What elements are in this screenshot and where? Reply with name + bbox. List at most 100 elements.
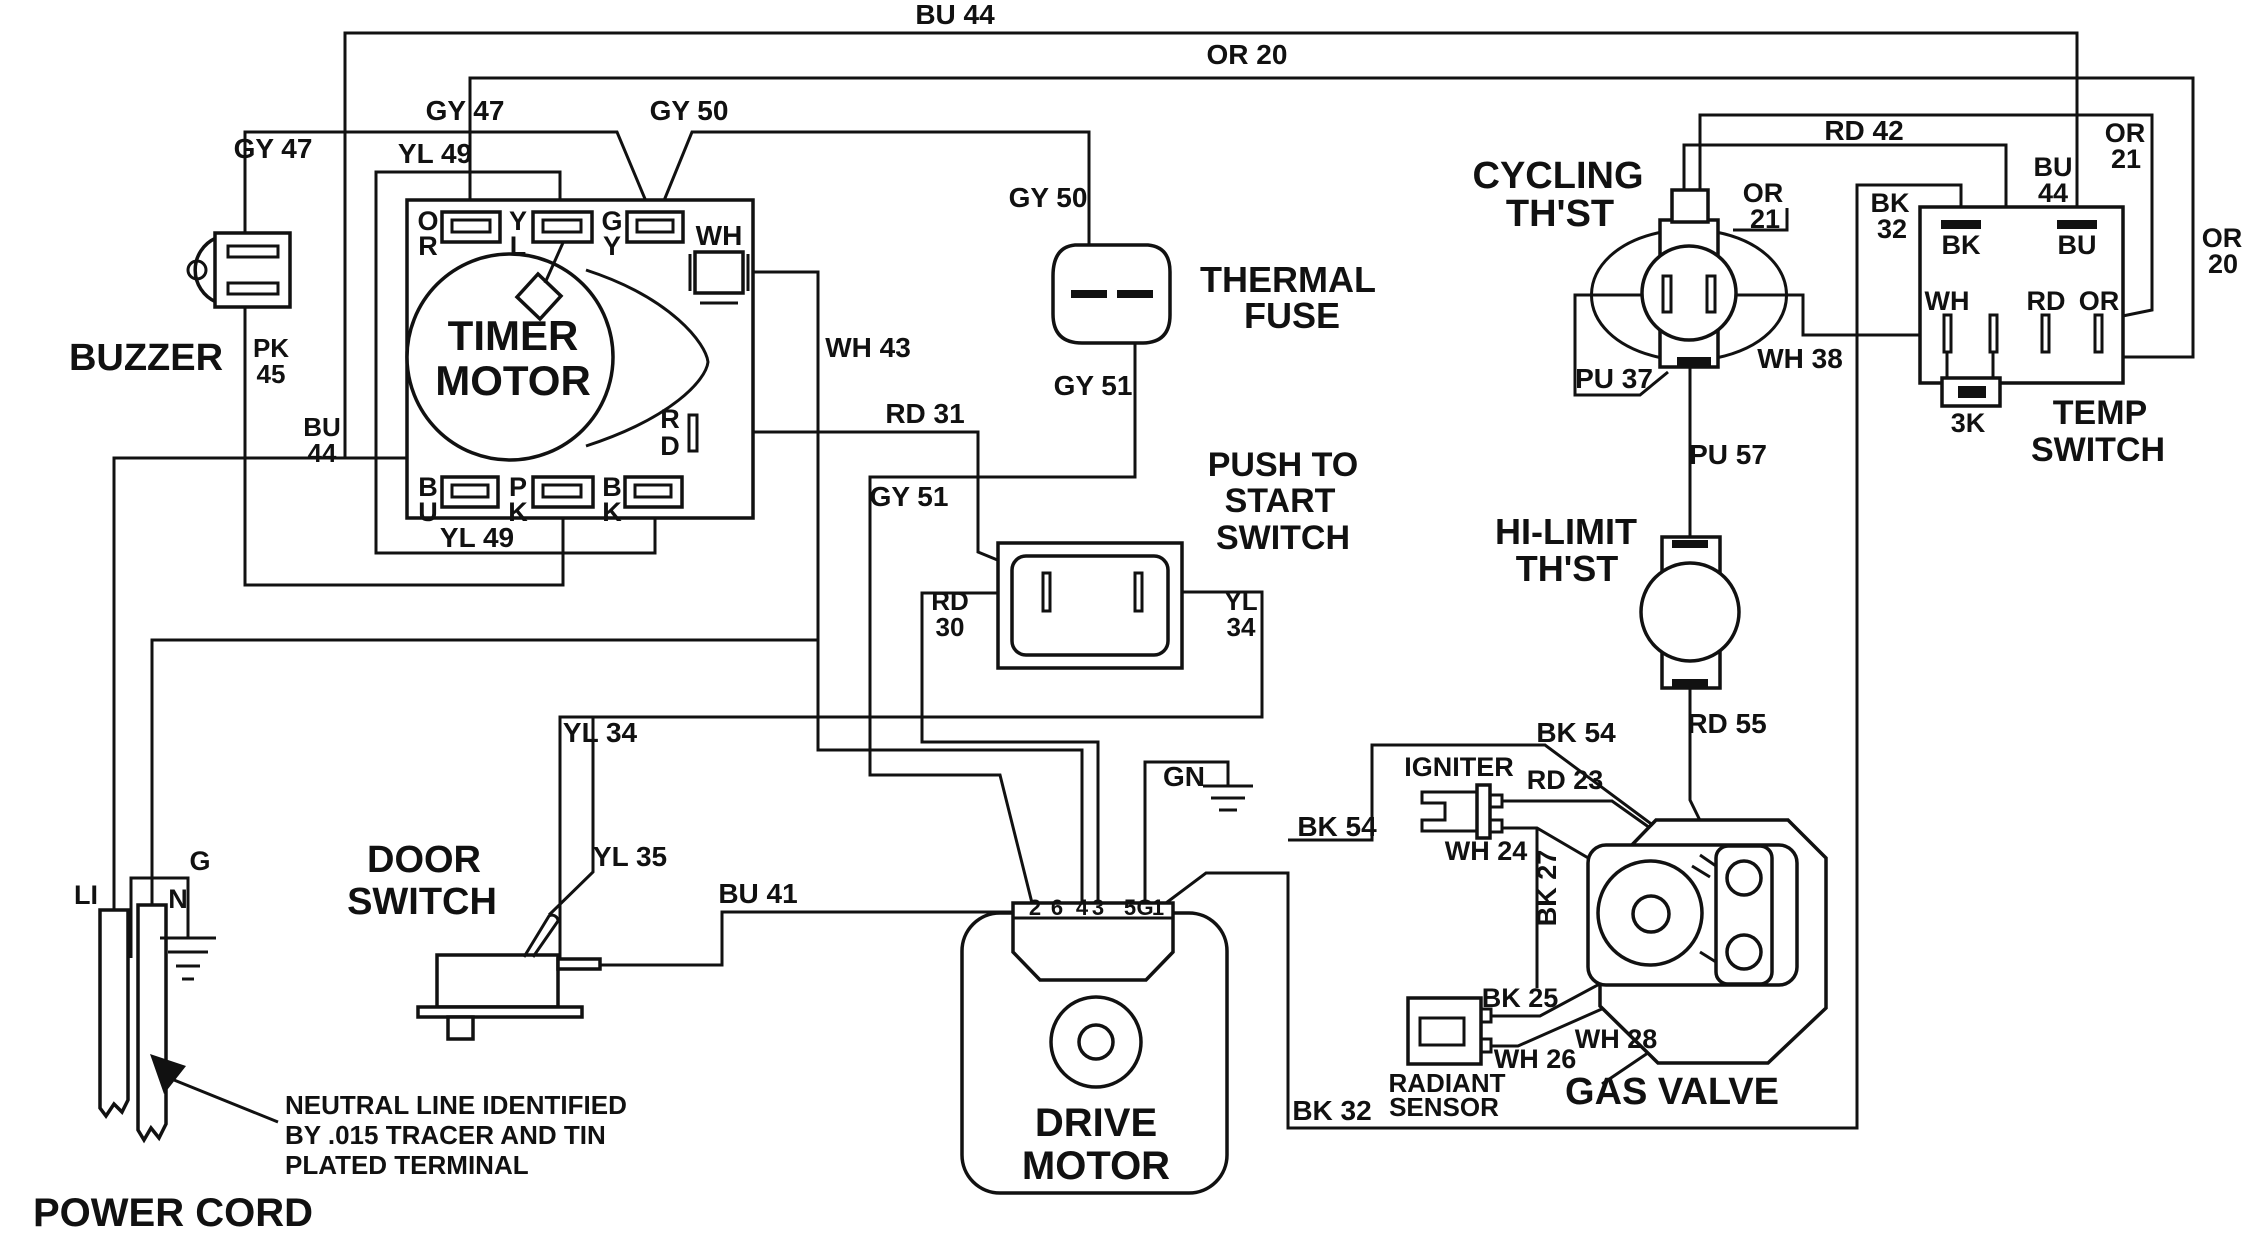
timer-term-b2: B bbox=[602, 472, 622, 502]
radiant-sensor-window bbox=[1418, 1016, 1466, 1047]
cycling-thermostat-component bbox=[1590, 188, 1788, 369]
timer-term-o: O bbox=[417, 206, 438, 236]
cord-term-g: G bbox=[189, 846, 210, 876]
hilimit-title-2: TH'ST bbox=[1516, 548, 1619, 589]
temp-terminal-or bbox=[2093, 313, 2104, 354]
label-or21-cycling-1: OR bbox=[1743, 178, 1784, 208]
thermal-fuse-terminal-right bbox=[1117, 290, 1153, 298]
timer-term-b: B bbox=[418, 472, 438, 502]
motor-term-2: 2 bbox=[1029, 895, 1041, 920]
label-rd30-2: 30 bbox=[936, 612, 965, 642]
ground-symbol-icon bbox=[1203, 784, 1253, 812]
temp-switch-box bbox=[1918, 205, 2125, 385]
wire-bk32 bbox=[1165, 183, 1963, 1130]
timer-term-y2: Y bbox=[603, 231, 621, 261]
wire-yl35 bbox=[547, 717, 595, 917]
wire-pk45 bbox=[243, 307, 565, 587]
label-pu57: PU 57 bbox=[1689, 439, 1767, 470]
timer-term-rd-r: R bbox=[660, 404, 680, 434]
temp-term-rd: RD bbox=[2027, 286, 2066, 316]
temp-terminal-bu bbox=[2057, 220, 2097, 229]
drive-motor-component bbox=[960, 901, 1229, 1195]
temp-title-2: SWITCH bbox=[2031, 431, 2165, 469]
neutral-note-line1: NEUTRAL LINE IDENTIFIED bbox=[285, 1090, 627, 1120]
chassis-ground bbox=[1203, 784, 1253, 812]
thermal-fuse-body bbox=[1051, 243, 1172, 345]
radiant-sensor-terminal-bottom bbox=[1479, 1037, 1493, 1054]
neutral-arrow-leader bbox=[173, 1078, 279, 1124]
wire-gy47 bbox=[243, 130, 660, 233]
motor-term-g: G bbox=[1136, 895, 1153, 920]
cycling-contact-right bbox=[1705, 274, 1717, 314]
wire-gy51 bbox=[868, 298, 1137, 904]
label-bk32-bottom: BK 32 bbox=[1292, 1095, 1371, 1126]
timer-term-p: P bbox=[509, 472, 527, 502]
label-or20-right-2: 20 bbox=[2208, 249, 2238, 279]
wire-yl49 bbox=[374, 170, 657, 555]
igniter-post bbox=[1475, 783, 1492, 840]
igniter-terminal-top bbox=[1488, 793, 1504, 809]
label-bu44-left-2: 44 bbox=[308, 438, 337, 468]
gas-valve-connector-hole-top bbox=[1725, 859, 1763, 897]
cycling-wing-left bbox=[1590, 230, 1663, 360]
label-yl49-bottom: YL 49 bbox=[440, 522, 514, 553]
door-switch-body bbox=[435, 953, 560, 1009]
label-bk54-motor: BK 54 bbox=[1297, 811, 1377, 842]
temp-terminal-bk bbox=[1941, 220, 1981, 229]
timer-term-wh: WH bbox=[696, 220, 743, 251]
temp-term-wh: WH bbox=[1925, 286, 1970, 316]
buzzer-body bbox=[213, 231, 292, 309]
thermal-title-1: THERMAL bbox=[1200, 259, 1376, 300]
door-switch-terminal bbox=[556, 957, 602, 971]
label-or21-right-2: 21 bbox=[2111, 144, 2141, 174]
wire-neutral bbox=[150, 638, 818, 905]
timer-terminal-gy-slot bbox=[635, 218, 675, 234]
power-cord-blade-n bbox=[136, 903, 168, 1144]
timer-terminal-bu bbox=[440, 475, 500, 509]
timer-terminal-pk-slot bbox=[541, 483, 583, 499]
timer-term-u: U bbox=[418, 497, 438, 527]
cycling-contact-left bbox=[1661, 274, 1673, 314]
timer-title-1: TIMER bbox=[448, 312, 579, 359]
label-bk54-igniter: BK 54 bbox=[1536, 717, 1616, 748]
igniter-component bbox=[1420, 783, 1504, 840]
timer-title-2: MOTOR bbox=[435, 357, 591, 404]
label-pk45-1: PK bbox=[253, 333, 289, 363]
wire-ground-cord bbox=[129, 876, 190, 958]
timer-term-y: Y bbox=[509, 206, 527, 236]
label-rd30-1: RD bbox=[931, 586, 969, 616]
label-pk45-2: 45 bbox=[257, 359, 286, 389]
gas-valve-title: GAS VALVE bbox=[1565, 1071, 1779, 1113]
drive-title-1: DRIVE bbox=[1035, 1101, 1157, 1145]
igniter-title: IGNITER bbox=[1404, 752, 1514, 782]
label-rd23: RD 23 bbox=[1527, 765, 1604, 795]
timer-terminal-gy bbox=[625, 210, 685, 244]
label-bu44-left-1: BU bbox=[303, 412, 341, 442]
wire-or21 bbox=[1698, 113, 2154, 322]
label-3k: 3K bbox=[1951, 408, 1986, 438]
motor-term-4: 4 bbox=[1076, 895, 1089, 920]
drive-title-2: MOTOR bbox=[1022, 1144, 1170, 1188]
temp-term-or: OR bbox=[2079, 286, 2120, 316]
timer-cam bbox=[514, 271, 564, 322]
thermal-fuse-component bbox=[1051, 243, 1172, 345]
label-rd42: RD 42 bbox=[1824, 115, 1903, 146]
neutral-note-line3: PLATED TERMINAL bbox=[285, 1150, 529, 1180]
radiant-sensor-terminal-top bbox=[1479, 1007, 1493, 1024]
wire-line-li bbox=[112, 456, 344, 910]
label-bu44-right-1: BU bbox=[2034, 152, 2073, 182]
thermal-fuse-terminal-left bbox=[1071, 290, 1107, 298]
power-cord-ground-symbol bbox=[160, 936, 216, 981]
igniter-terminal-bottom bbox=[1488, 818, 1504, 834]
label-gy51-fuse: GY 51 bbox=[1054, 370, 1133, 401]
temp-term-bu: BU bbox=[2058, 230, 2097, 260]
gas-valve-component bbox=[1586, 818, 1828, 1065]
buzzer-title: BUZZER bbox=[69, 337, 223, 379]
cycling-bottom-terminal bbox=[1677, 357, 1711, 366]
pts-inner-box bbox=[1010, 554, 1170, 657]
power-cord-component bbox=[98, 903, 279, 1144]
cycling-top-terminal bbox=[1670, 188, 1710, 224]
door-switch-component bbox=[416, 913, 602, 1041]
temp-3k-element bbox=[1958, 386, 1986, 398]
